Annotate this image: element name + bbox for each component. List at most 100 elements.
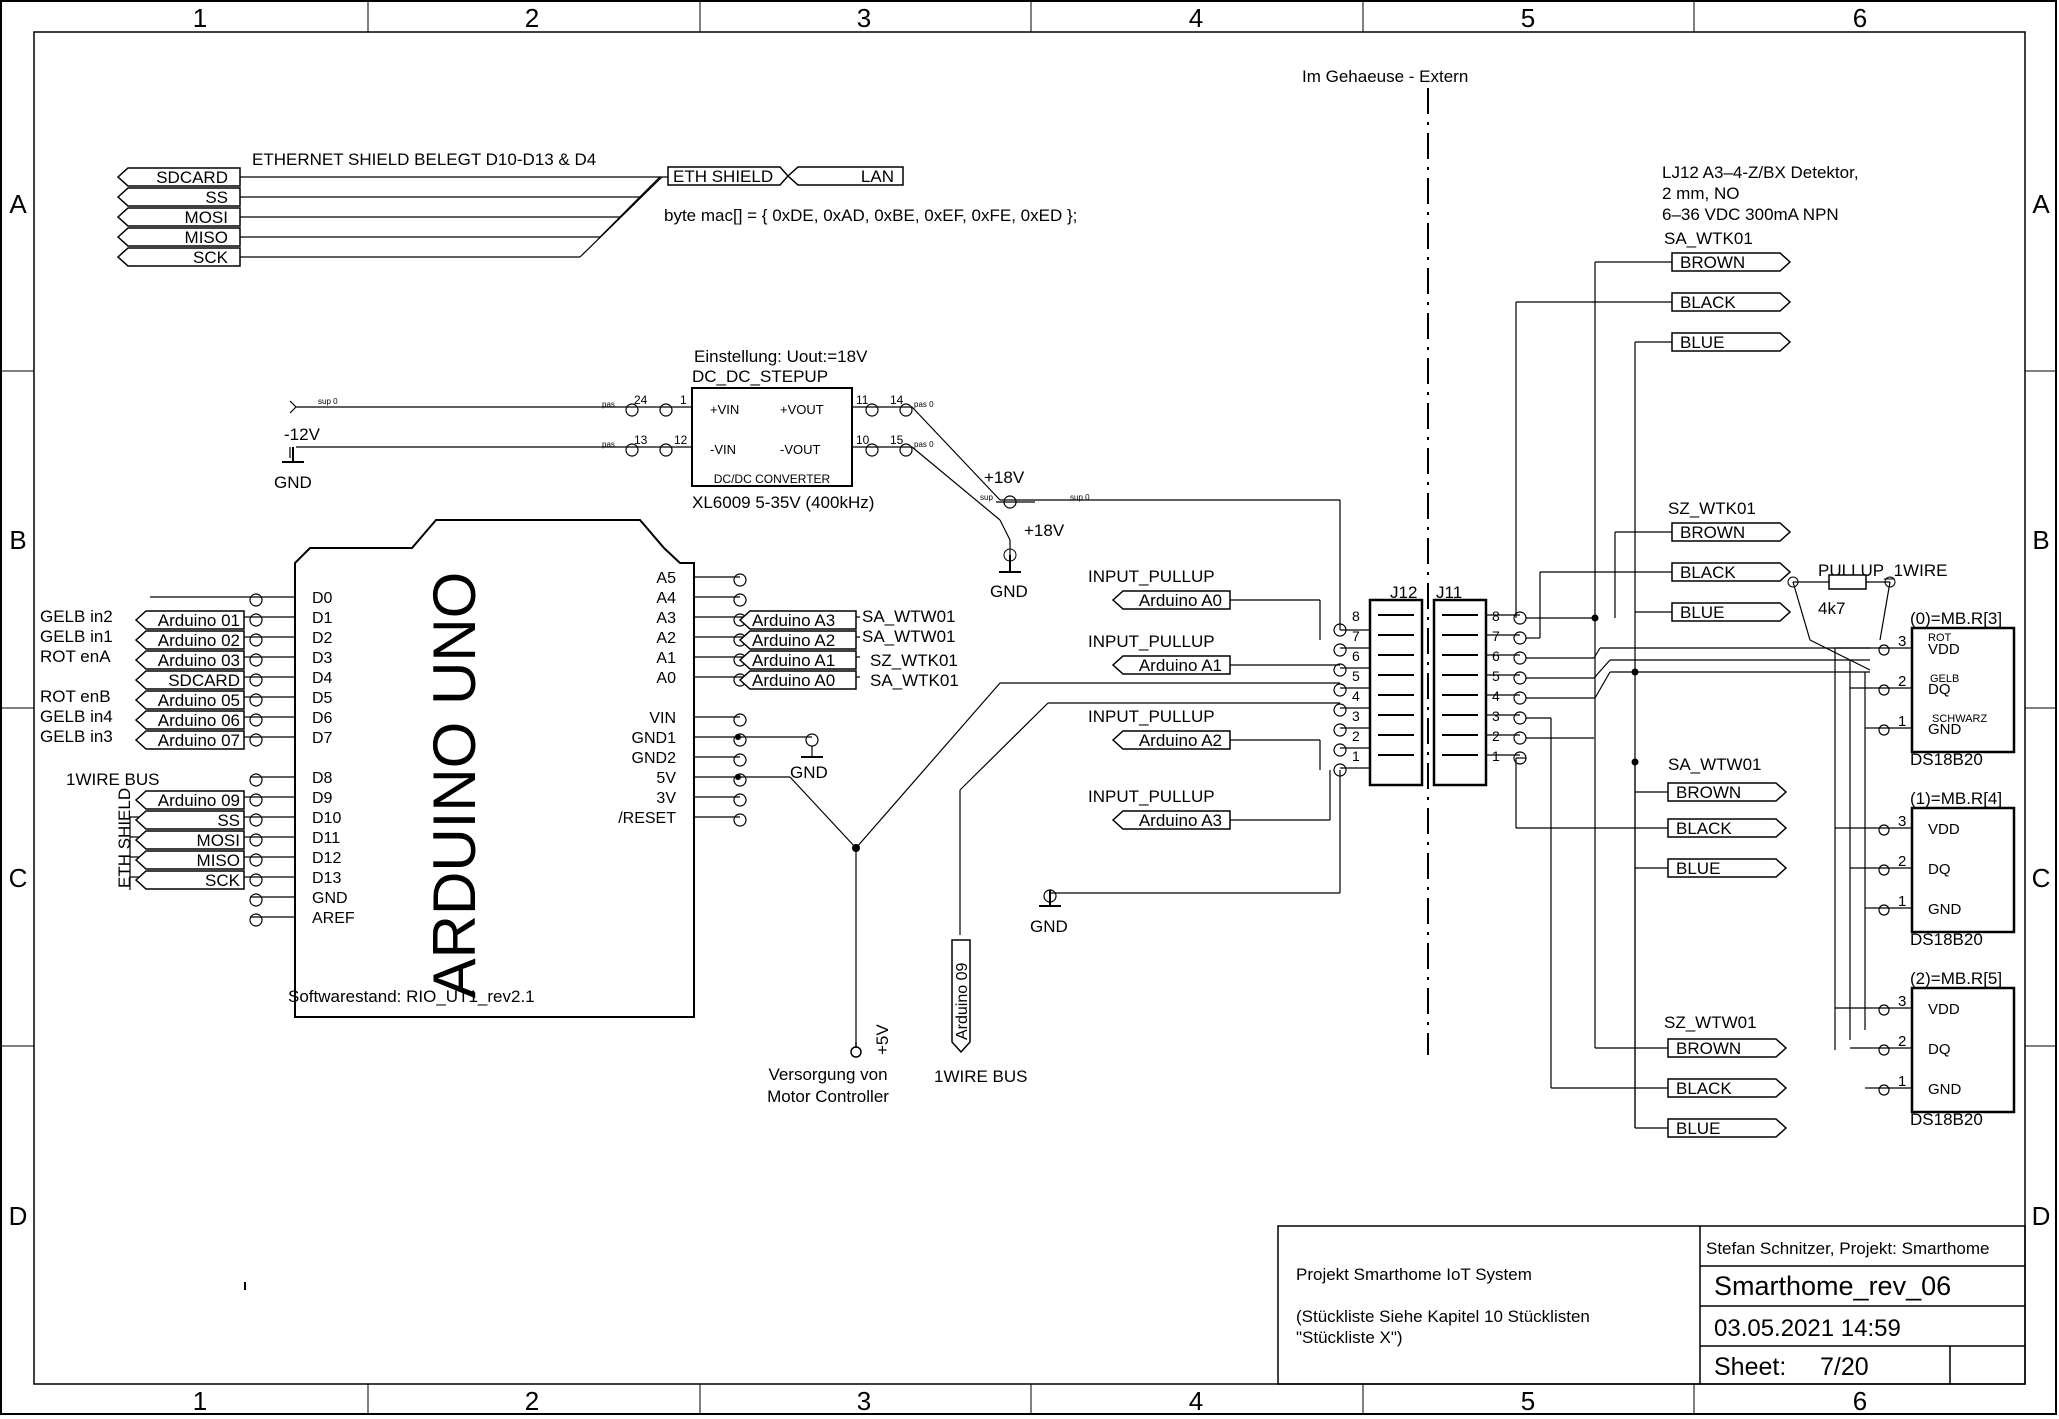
flag-black-3-label: BLACK — [1676, 819, 1732, 838]
ds1-gnd: GND — [1928, 901, 1962, 918]
flag-black-4 — [1667, 1078, 1788, 1098]
ds1-vdd: VDD — [1928, 821, 1960, 838]
j12-pin-3: 3 — [1352, 708, 1360, 724]
row-label-a-right: A — [2032, 189, 2050, 219]
col-label-6: 6 — [1853, 3, 1867, 33]
pin-reset: /RESET — [618, 810, 676, 827]
flag-lan — [786, 166, 904, 186]
input-pullups: INPUT_PULLUP INPUT_PULLUP INPUT_PULLUP I… — [1030, 567, 1341, 936]
pin-3v: 3V — [656, 790, 676, 807]
pin-d0: D0 — [312, 590, 333, 607]
j11-pin-7: 7 — [1492, 628, 1500, 644]
label-sa-wtw01-a3: SA_WTW01 — [862, 607, 956, 626]
j12-pin-1: 1 — [1352, 748, 1360, 764]
flag-brown-4-label: BROWN — [1676, 1039, 1741, 1058]
flag-brown-1-label: BROWN — [1680, 253, 1745, 272]
dcdc-pin-1: 1 — [680, 393, 687, 407]
j11-pin-5: 5 — [1492, 668, 1500, 684]
flag-arduino-01-label: Arduino 01 — [158, 611, 240, 630]
ds1-dq: DQ — [1928, 861, 1951, 878]
row-label-a: A — [9, 189, 27, 219]
flag-arduino-05 — [134, 690, 245, 710]
flag-arduino-09-vertical — [951, 939, 971, 1054]
connector-j12-label: J12 — [1390, 583, 1417, 602]
flag-arduino-09-label: Arduino 09 — [158, 791, 240, 810]
ds18b20-0-body — [1910, 626, 2016, 754]
row-label-c-right: C — [2032, 863, 2051, 893]
sensor-group-sz-wtw01: SZ_WTW01 — [1664, 1013, 1757, 1032]
col-label-5-bottom: 5 — [1521, 1386, 1535, 1416]
flag-blue-1 — [1671, 332, 1792, 352]
flag-arduino-a2 — [738, 630, 857, 650]
ds2-pin-2: 2 — [1898, 1033, 1906, 1050]
svg-text:pas: pas — [602, 400, 615, 409]
flag-brown-3 — [1667, 782, 1788, 802]
pin-a0: A0 — [656, 670, 676, 687]
ds18b20-sensors: (0)=MB.R[3] DS18B20 (1)=MB.R[4] DS18B20 … — [1835, 609, 2016, 1129]
ds18b20-1-part: DS18B20 — [1910, 930, 1983, 949]
pin-d6: D6 — [312, 710, 333, 727]
flag-arduino-a0-label: Arduino A0 — [752, 671, 835, 690]
pin-d5: D5 — [312, 690, 333, 707]
flag-arduino-03-label: Arduino 03 — [158, 651, 240, 670]
label-gelb-in4: GELB in4 — [40, 707, 113, 726]
dcdc-pin-24: 24 — [634, 393, 648, 407]
pin-d13: D13 — [312, 870, 341, 887]
title-block: Projekt Smarthome IoT System (Stückliste… — [1277, 1225, 2026, 1385]
ds18b20-2-ref: (2)=MB.R[5] — [1910, 969, 2002, 988]
label-gelb-in2: GELB in2 — [40, 607, 113, 626]
col-label-2-bottom: 2 — [525, 1386, 539, 1416]
flag-sdcard-label: SDCARD — [156, 168, 228, 187]
svg-text:pas 0: pas 0 — [914, 440, 934, 449]
sheet-value: 7/20 — [1820, 1353, 1869, 1381]
ds18b20-2-body — [1910, 986, 2016, 1114]
j11-pin-4: 4 — [1492, 688, 1500, 704]
flag-brown-2-label: BROWN — [1680, 523, 1745, 542]
ds2-pin-1: 1 — [1898, 1073, 1906, 1090]
ds0-wire-rot: ROT — [1928, 632, 1952, 644]
dcdc-pin-15: 15 — [890, 433, 904, 447]
col-label-6-bottom: 6 — [1853, 1386, 1867, 1416]
flag-arduino-a3-label: Arduino A3 — [752, 611, 835, 630]
ds1-pin-3: 3 — [1898, 813, 1906, 830]
dcdc-setting: Einstellung: Uout:=18V — [694, 347, 868, 366]
j12-pin-2: 2 — [1352, 728, 1360, 744]
flag-input-a2-label: Arduino A2 — [1139, 731, 1222, 750]
dcdc-vin-minus: -VIN — [710, 442, 736, 457]
flag-arduino-02 — [134, 630, 245, 650]
ds18b20-1-ref: (1)=MB.R[4] — [1910, 789, 2002, 808]
pin-a3: A3 — [656, 610, 676, 627]
pullup-resistor: PULLUP_1WIRE 4k7 — [1787, 561, 1947, 618]
ds2-vdd: VDD — [1928, 1001, 1960, 1018]
flag-arduino-07 — [134, 730, 245, 750]
flag-blue-1-label: BLUE — [1680, 333, 1724, 352]
sheet-label: Sheet: — [1714, 1353, 1786, 1381]
flag-black-2-label: BLACK — [1680, 563, 1736, 582]
supply-gnd-1: GND — [274, 473, 312, 492]
dcdc-body-label: DC/DC CONVERTER — [714, 472, 831, 486]
dcdc-vout-minus: -VOUT — [780, 442, 821, 457]
col-label-3: 3 — [857, 3, 871, 33]
flag-brown-1 — [1671, 252, 1792, 272]
dcdc-part: XL6009 5-35V (400kHz) — [692, 493, 874, 512]
pin-vin: VIN — [649, 710, 676, 727]
flag-black-4-label: BLACK — [1676, 1079, 1732, 1098]
flag-arduino-a0 — [738, 670, 857, 690]
flag-sck-label: SCK — [193, 248, 229, 267]
dcdc-pin-13: 13 — [634, 433, 648, 447]
pin-a5: A5 — [656, 570, 676, 587]
flag-arduino-a1 — [738, 650, 857, 670]
flag-blue-2 — [1671, 602, 1792, 622]
connector-j11 — [1432, 598, 1488, 787]
pin-gnd2: GND2 — [632, 750, 677, 767]
pin-d4: D4 — [312, 670, 333, 687]
ds2-gnd: GND — [1928, 1081, 1962, 1098]
pullup-value: 4k7 — [1818, 599, 1845, 618]
detector-note-1: LJ12 A3–4-Z/BX Detektor, — [1662, 163, 1859, 182]
supply-plus-5v: +5V — [873, 1024, 892, 1055]
flag-mosi-d11-label: MOSI — [197, 831, 240, 850]
flag-arduino-06-label: Arduino 06 — [158, 711, 240, 730]
ds2-pin-3: 3 — [1898, 993, 1906, 1010]
flag-arduino-01 — [134, 610, 245, 630]
flag-input-a1-label: Arduino A1 — [1139, 656, 1222, 675]
